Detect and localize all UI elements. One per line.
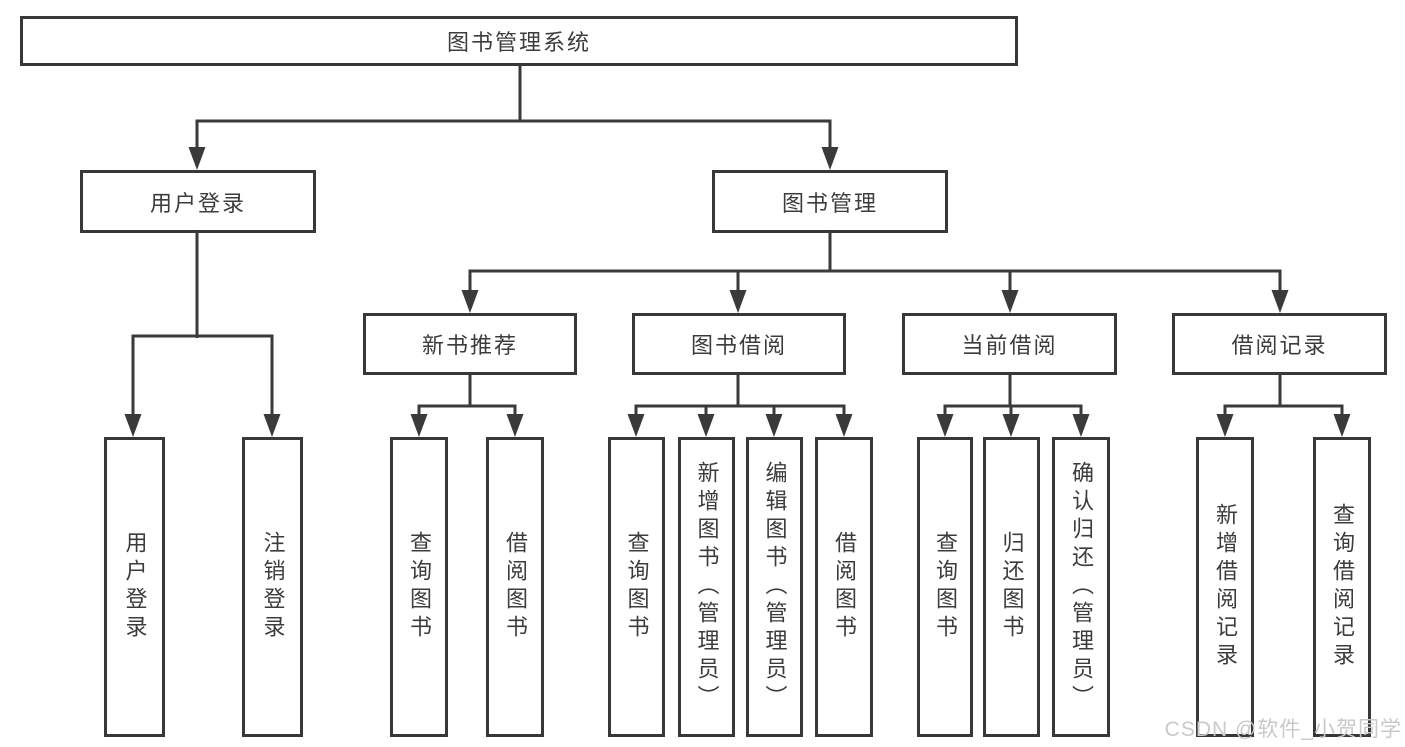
- leaf-records-query-record: 查询借阅记录: [1313, 437, 1371, 737]
- connector-records-to-leaves: [1216, 373, 1351, 437]
- node-book-management: 图书管理: [712, 170, 948, 233]
- node-book-borrow-label: 图书借阅: [690, 333, 787, 358]
- leaf-current-return-books-label: 归还图书: [999, 531, 1025, 643]
- leaf-borrow-query-books: 查询图书: [608, 437, 665, 737]
- leaf-borrow-add-books-admin: 新增图书（管理员）: [678, 437, 735, 737]
- node-new-book-recommend-label: 新书推荐: [421, 333, 518, 358]
- leaf-borrow-edit-books-admin-label: 编辑图书（管理员）: [762, 461, 788, 713]
- node-current-borrow-label: 当前借阅: [961, 333, 1058, 358]
- leaf-logout-login: 注销登录: [242, 437, 303, 737]
- node-root: 图书管理系统: [20, 16, 1018, 66]
- leaf-newbooks-borrow-books-label: 借阅图书: [503, 531, 528, 643]
- watermark: CSDN @软件_小贺同学: [1164, 718, 1402, 741]
- node-new-book-recommend: 新书推荐: [363, 313, 577, 375]
- leaf-current-return-books: 归还图书: [983, 437, 1040, 737]
- node-borrow-records-label: 借阅记录: [1231, 333, 1328, 358]
- node-root-label: 图书管理系统: [446, 30, 591, 55]
- connector-bookborrow-to-leaves: [627, 373, 853, 437]
- node-user-login-label: 用户登录: [149, 190, 246, 216]
- node-book-management-label: 图书管理: [781, 190, 878, 216]
- connector-root-to-level2: [188, 64, 839, 170]
- leaf-records-query-record-label: 查询借阅记录: [1330, 503, 1355, 671]
- node-user-login: 用户登录: [80, 170, 316, 233]
- leaf-borrow-edit-books-admin: 编辑图书（管理员）: [746, 437, 803, 737]
- node-current-borrow: 当前借阅: [902, 313, 1117, 375]
- leaf-records-add-record-label: 新增借阅记录: [1213, 503, 1238, 671]
- leaf-newbooks-query-books-label: 查询图书: [407, 531, 432, 643]
- leaf-borrow-borrow-books-label: 借阅图书: [832, 531, 857, 643]
- leaf-current-confirm-return-admin-label: 确认归还（管理员）: [1069, 461, 1094, 713]
- connector-currentborrow-to-leaves: [936, 373, 1090, 437]
- connector-userlogin-to-leaves: [124, 231, 281, 437]
- leaf-newbooks-borrow-books: 借阅图书: [486, 437, 544, 737]
- leaf-user-login-label: 用户登录: [122, 531, 148, 643]
- leaf-current-query-books: 查询图书: [917, 437, 973, 737]
- leaf-user-login: 用户登录: [104, 437, 165, 737]
- leaf-borrow-query-books-label: 查询图书: [624, 531, 650, 643]
- connector-bookmgmt-to-level3: [461, 231, 1289, 313]
- leaf-current-query-books-label: 查询图书: [933, 531, 958, 643]
- leaf-borrow-add-books-admin-label: 新增图书（管理员）: [694, 461, 720, 713]
- node-book-borrow: 图书借阅: [632, 313, 846, 375]
- leaf-records-add-record: 新增借阅记录: [1196, 437, 1254, 737]
- connector-newbooks-to-leaves: [410, 373, 524, 437]
- leaf-logout-login-label: 注销登录: [260, 531, 286, 643]
- leaf-newbooks-query-books: 查询图书: [390, 437, 448, 737]
- leaf-current-confirm-return-admin: 确认归还（管理员）: [1052, 437, 1110, 737]
- node-borrow-records: 借阅记录: [1172, 313, 1387, 375]
- leaf-borrow-borrow-books: 借阅图书: [815, 437, 873, 737]
